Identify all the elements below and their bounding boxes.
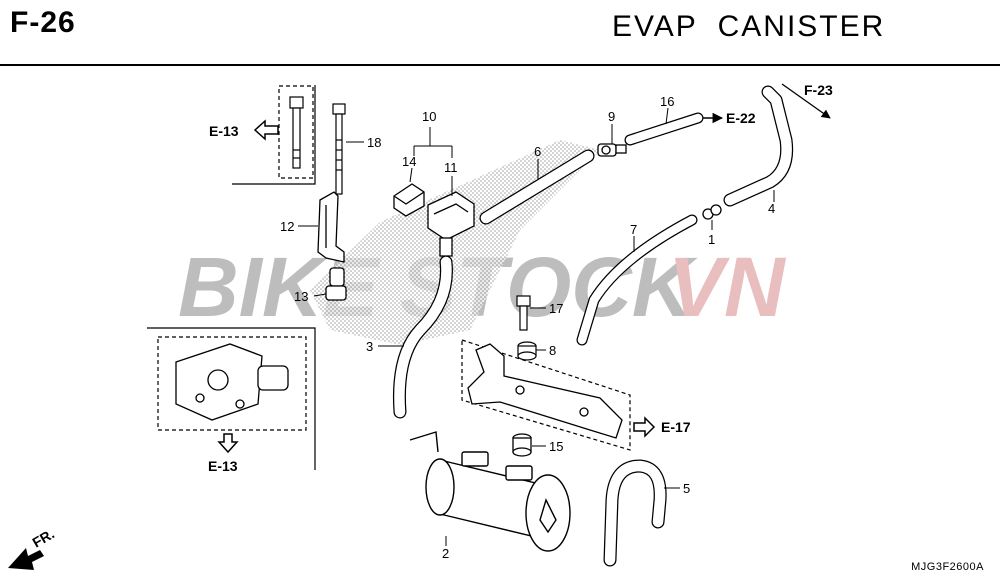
header-divider bbox=[0, 64, 1000, 66]
hose-16 bbox=[624, 112, 704, 146]
part-label-17: 17 bbox=[549, 301, 563, 316]
evap-canister-2 bbox=[409, 431, 571, 552]
part-label-14: 14 bbox=[402, 154, 416, 169]
page-title: EVAP CANISTER bbox=[612, 10, 886, 43]
part-label-13: 13 bbox=[294, 289, 308, 304]
joint-9 bbox=[597, 143, 627, 157]
fr-direction-arrow bbox=[8, 548, 44, 570]
part-label-1: 1 bbox=[708, 232, 715, 247]
hose-6 bbox=[479, 149, 595, 225]
part-label-10: 10 bbox=[422, 109, 436, 124]
part-label-18: 18 bbox=[367, 135, 381, 150]
part-label-11: 11 bbox=[444, 160, 458, 175]
solenoid-valve-11 bbox=[427, 191, 475, 257]
part-label-15: 15 bbox=[549, 439, 563, 454]
joint-1 bbox=[702, 204, 722, 220]
throttle-body-assembly bbox=[175, 343, 289, 421]
leader-lines bbox=[298, 107, 775, 546]
bolt-boxed bbox=[289, 96, 304, 169]
e13-top-arrow bbox=[253, 119, 279, 141]
part-label-2: 2 bbox=[442, 546, 449, 561]
part-label-7: 7 bbox=[630, 222, 637, 237]
part-label-5: 5 bbox=[683, 481, 690, 496]
bolt-17 bbox=[516, 295, 531, 331]
fr-label: FR. bbox=[30, 525, 58, 550]
part-label-6: 6 bbox=[534, 144, 541, 159]
boundary-lines bbox=[147, 85, 631, 470]
mount-13 bbox=[325, 267, 347, 301]
bracket-12 bbox=[317, 191, 345, 263]
ref-e17[interactable]: E-17 bbox=[661, 419, 691, 435]
collar-8 bbox=[517, 341, 537, 361]
page-code: F-26 bbox=[10, 6, 76, 39]
ref-e13-top[interactable]: E-13 bbox=[209, 123, 239, 139]
e17-arrow bbox=[633, 416, 656, 438]
ref-e13-bottom[interactable]: E-13 bbox=[208, 458, 238, 474]
hose-5 bbox=[603, 459, 667, 567]
hose-7 bbox=[576, 214, 698, 346]
hose-3 bbox=[392, 255, 453, 419]
ref-e22[interactable]: E-22 bbox=[726, 110, 756, 126]
part-labels: 18 10 14 11 6 9 16 4 1 7 12 13 3 17 8 15… bbox=[280, 94, 775, 561]
part-label-4: 4 bbox=[768, 201, 775, 216]
part-label-16: 16 bbox=[660, 94, 674, 109]
part-label-12: 12 bbox=[280, 219, 294, 234]
canister-stay bbox=[467, 343, 623, 439]
part-label-3: 3 bbox=[366, 339, 373, 354]
cap-14 bbox=[393, 183, 425, 217]
hose-4 bbox=[723, 85, 794, 207]
part-label-9: 9 bbox=[608, 109, 615, 124]
e13-bottom-arrow bbox=[217, 433, 239, 454]
grommet-15 bbox=[512, 433, 532, 457]
part-label-8: 8 bbox=[549, 343, 556, 358]
catalog-number: MJG3F2600A bbox=[911, 561, 984, 573]
f23-arrow bbox=[781, 83, 831, 119]
ref-f23[interactable]: F-23 bbox=[804, 82, 833, 98]
watermark-right: VN bbox=[668, 240, 787, 334]
bolt-18 bbox=[332, 103, 346, 195]
